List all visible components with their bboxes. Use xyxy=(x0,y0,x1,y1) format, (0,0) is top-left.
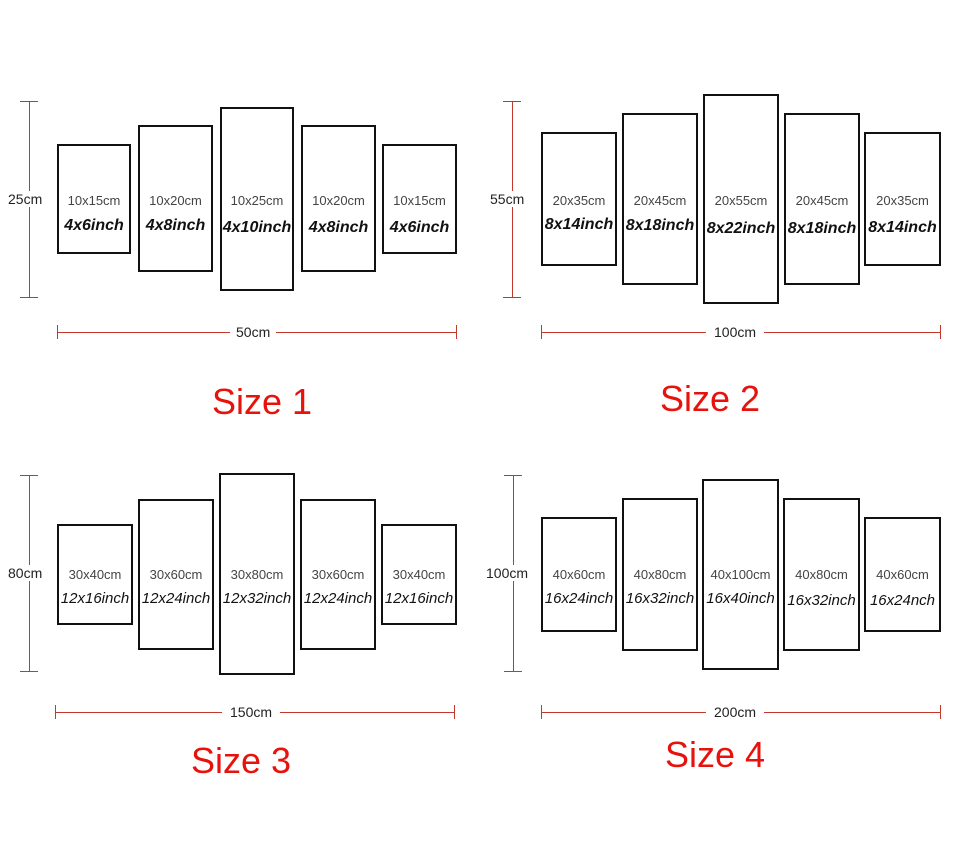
size-1-title: Size 1 xyxy=(212,381,313,422)
panel-cm-label: 40x80cm xyxy=(795,567,848,582)
size-2-width-label: 100cm xyxy=(706,324,765,340)
panel-inch-label: 12x24inch xyxy=(141,590,211,607)
size-1-width-tick-right xyxy=(456,325,457,339)
panel-inch-label: 12x32inch xyxy=(222,590,292,607)
panel-cm-label: 10x25cm xyxy=(230,193,284,208)
size-1-height-tick-bottom xyxy=(20,297,38,298)
panel-inch-label: 16x24nch xyxy=(869,592,936,609)
size-1-panel-3: 10x25cm 4x10inch xyxy=(220,107,294,291)
size-3-panel-3: 30x80cm 12x32inch xyxy=(219,473,295,675)
size-4-width-tick-left xyxy=(541,705,542,719)
size-3-width-label: 150cm xyxy=(222,704,281,720)
size-1-height-tick-top xyxy=(20,101,38,102)
size-4-title: Size 4 xyxy=(665,734,766,775)
size-1-width-tick-left xyxy=(57,325,58,339)
panel-cm-label: 40x60cm xyxy=(552,567,606,582)
panel-inch-label: 4x8inch xyxy=(308,219,369,236)
size-3-panel-2: 30x60cm 12x24inch xyxy=(138,499,214,650)
panel-cm-label: 20x45cm xyxy=(633,193,687,208)
panel-inch-label: 12x16inch xyxy=(384,590,454,607)
panel-inch-label: 12x24inch xyxy=(303,590,373,607)
panel-cm-label: 30x40cm xyxy=(392,567,446,582)
size-2-panel-3: 20x55cm 8x22inch xyxy=(703,94,779,304)
panel-inch-label: 8x14inch xyxy=(544,216,614,233)
size-3-width-tick-right xyxy=(454,705,455,719)
size-1-panel-1: 10x15cm 4x6inch xyxy=(57,144,131,254)
panel-cm-label: 20x55cm xyxy=(714,193,768,208)
panel-cm-label: 30x60cm xyxy=(311,567,365,582)
panel-cm-label: 10x20cm xyxy=(312,193,365,208)
size-2-height-label: 55cm xyxy=(488,191,527,207)
size-1-panel-4: 10x20cm 4x8inch xyxy=(301,125,376,272)
panel-cm-label: 20x45cm xyxy=(795,193,849,208)
size-3-panel-1: 30x40cm 12x16inch xyxy=(57,524,133,625)
panel-cm-label: 10x15cm xyxy=(67,193,121,208)
size-1-width-label: 50cm xyxy=(230,324,277,340)
panel-cm-label: 20x35cm xyxy=(876,193,929,208)
panel-inch-label: 8x18inch xyxy=(787,220,857,237)
size-2-height-tick-top xyxy=(503,101,521,102)
size-2-panel-5: 20x35cm 8x14inch xyxy=(864,132,941,266)
panel-cm-label: 10x20cm xyxy=(149,193,202,208)
size-4-height-tick-top xyxy=(504,475,522,476)
panel-inch-label: 16x32inch xyxy=(787,592,856,609)
panel-inch-label: 4x10inch xyxy=(222,219,292,236)
panel-inch-label: 8x22inch xyxy=(706,220,776,237)
panel-cm-label: 20x35cm xyxy=(552,193,606,208)
size-3-height-label: 80cm xyxy=(6,565,45,581)
panel-cm-label: 30x40cm xyxy=(68,567,122,582)
panel-inch-label: 16x24inch xyxy=(544,590,614,607)
size-4-panel-1: 40x60cm 16x24inch xyxy=(541,517,617,632)
size-3-height-tick-bottom xyxy=(20,671,38,672)
panel-inch-label: 8x14inch xyxy=(868,219,937,236)
size-1-panel-2: 10x20cm 4x8inch xyxy=(138,125,213,272)
size-2-width-tick-left xyxy=(541,325,542,339)
panel-inch-label: 4x8inch xyxy=(145,217,206,234)
size-1-panel-5: 10x15cm 4x6inch xyxy=(382,144,457,254)
size-2-panel-1: 20x35cm 8x14inch xyxy=(541,132,617,266)
size-4-panel-5: 40x60cm 16x24nch xyxy=(864,517,941,632)
size-3-panel-4: 30x60cm 12x24inch xyxy=(300,499,376,650)
panel-cm-label: 30x60cm xyxy=(149,567,203,582)
size-4-height-label: 100cm xyxy=(484,565,531,581)
panel-inch-label: 8x18inch xyxy=(625,217,695,234)
size-2-width-tick-right xyxy=(940,325,941,339)
panel-inch-label: 4x6inch xyxy=(389,219,450,236)
size-2-panel-2: 20x45cm 8x18inch xyxy=(622,113,698,285)
panel-inch-label: 16x40inch xyxy=(706,590,775,607)
size-2-title: Size 2 xyxy=(660,378,761,419)
size-4-width-label: 200cm xyxy=(706,704,765,720)
size-4-panel-3: 40x100cm 16x40inch xyxy=(702,479,779,670)
panel-cm-label: 40x80cm xyxy=(633,567,687,582)
panel-inch-label: 12x16inch xyxy=(60,590,130,607)
size-4-panel-4: 40x80cm 16x32inch xyxy=(783,498,860,651)
size-4-width-tick-right xyxy=(940,705,941,719)
panel-cm-label: 10x15cm xyxy=(393,193,446,208)
size-2-panel-4: 20x45cm 8x18inch xyxy=(784,113,860,285)
size-3-height-tick-top xyxy=(20,475,38,476)
panel-cm-label: 40x100cm xyxy=(710,567,771,582)
size-3-panel-5: 30x40cm 12x16inch xyxy=(381,524,457,625)
panel-inch-label: 4x6inch xyxy=(64,217,124,234)
size-3-width-tick-left xyxy=(55,705,56,719)
panel-cm-label: 40x60cm xyxy=(876,567,929,582)
panel-cm-label: 30x80cm xyxy=(230,567,284,582)
size-3-title: Size 3 xyxy=(191,740,292,781)
size-4-panel-2: 40x80cm 16x32inch xyxy=(622,498,698,651)
size-1-height-label: 25cm xyxy=(6,191,45,207)
size-2-height-tick-bottom xyxy=(503,297,521,298)
size-4-height-tick-bottom xyxy=(504,671,522,672)
panel-inch-label: 16x32inch xyxy=(625,590,695,607)
